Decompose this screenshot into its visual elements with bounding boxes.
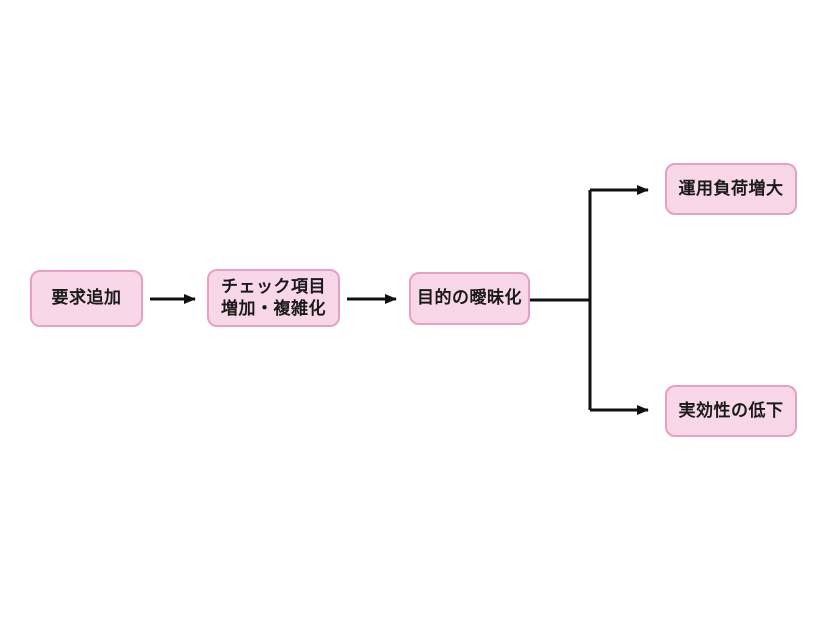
node-operational-load-increase: 運用負荷増大	[665, 163, 797, 215]
node-effectiveness-decline-label: 実効性の低下	[678, 400, 784, 420]
node-operational-load-increase-label: 運用負荷増大	[678, 178, 784, 198]
node-check-items-increase: チェック項目 増加・複雑化	[207, 269, 340, 327]
node-check-items-increase-label: チェック項目 増加・複雑化	[221, 276, 326, 318]
node-request-addition-label: 要求追加	[51, 288, 122, 308]
node-request-addition: 要求追加	[30, 270, 143, 327]
node-purpose-ambiguity-label: 目的の曖昧化	[417, 288, 522, 308]
node-purpose-ambiguity: 目的の曖昧化	[409, 272, 530, 325]
node-effectiveness-decline: 実効性の低下	[665, 385, 797, 437]
